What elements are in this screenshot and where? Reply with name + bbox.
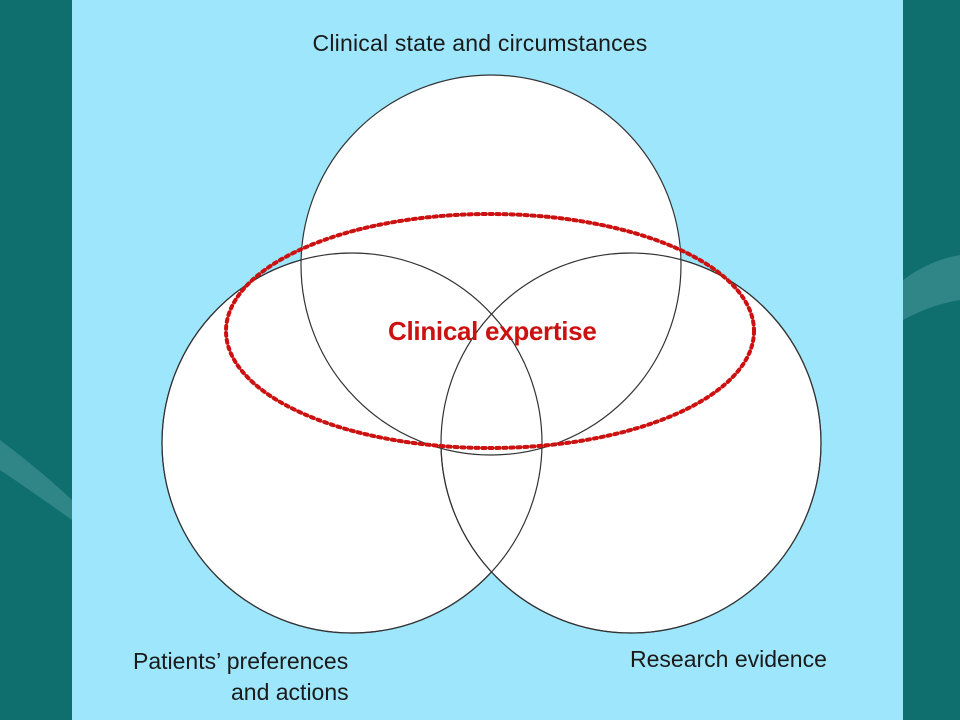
patients-preferences-label-line1: Patients’ preferences — [133, 648, 349, 674]
clinical-state-label: Clinical state and circumstances — [312, 30, 648, 56]
research-evidence-label: Research evidence — [630, 646, 827, 672]
patients-preferences-label-line2: and actions — [231, 679, 349, 705]
patients-preferences-outline — [161, 252, 543, 634]
clinical-expertise-label: Clinical expertise — [388, 316, 597, 346]
patients-preferences-label: Patients’ preferences and actions — [133, 646, 363, 708]
research-evidence-outline — [440, 252, 822, 634]
clinical-state-circle — [300, 74, 682, 456]
clinical-expertise-ellipse — [224, 212, 756, 450]
